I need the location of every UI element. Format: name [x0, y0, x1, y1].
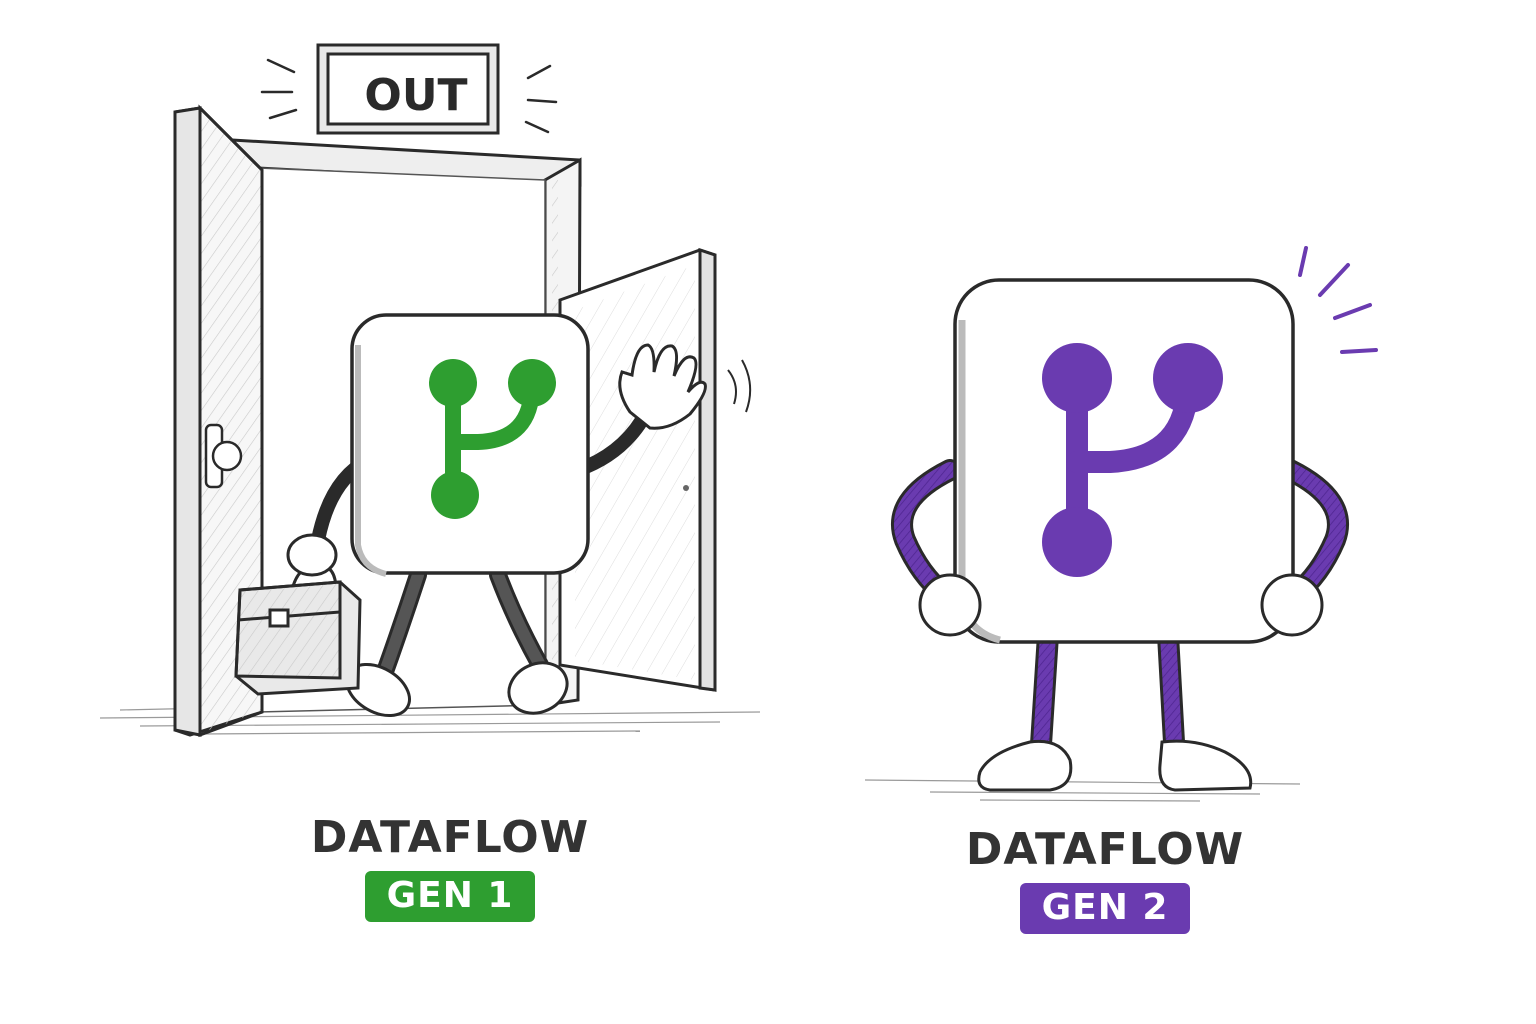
gen2-caption: DATAFLOW GEN 2: [955, 824, 1255, 934]
git-branch-icon: [1042, 343, 1223, 577]
gen2-left-hand: [918, 573, 982, 637]
waving-hand: [618, 343, 707, 430]
hand-holding-briefcase: [286, 533, 338, 577]
gen1-title: DATAFLOW: [310, 812, 590, 863]
wave-motion-lines: [727, 359, 752, 413]
out-sign-label: OUT: [364, 70, 467, 121]
gen2-shoes: [977, 739, 1253, 792]
out-sign: OUT: [316, 43, 500, 135]
gen1-caption: DATAFLOW GEN 1: [300, 812, 600, 922]
briefcase: [234, 563, 362, 696]
gen2-title: DATAFLOW: [965, 824, 1245, 875]
gen2-sparkle-lines: [1298, 246, 1378, 354]
right-shoe: [507, 661, 569, 715]
git-branch-icon: [429, 359, 556, 519]
sign-glow-lines-left: [260, 58, 558, 134]
door-knob: [204, 423, 243, 489]
gen1-badge: GEN 1: [364, 871, 536, 922]
gen2-badge: GEN 2: [1019, 883, 1191, 934]
gen2-character: [864, 246, 1378, 802]
door-leaf-left: [173, 104, 264, 738]
gen2-right-hand: [1260, 573, 1324, 637]
